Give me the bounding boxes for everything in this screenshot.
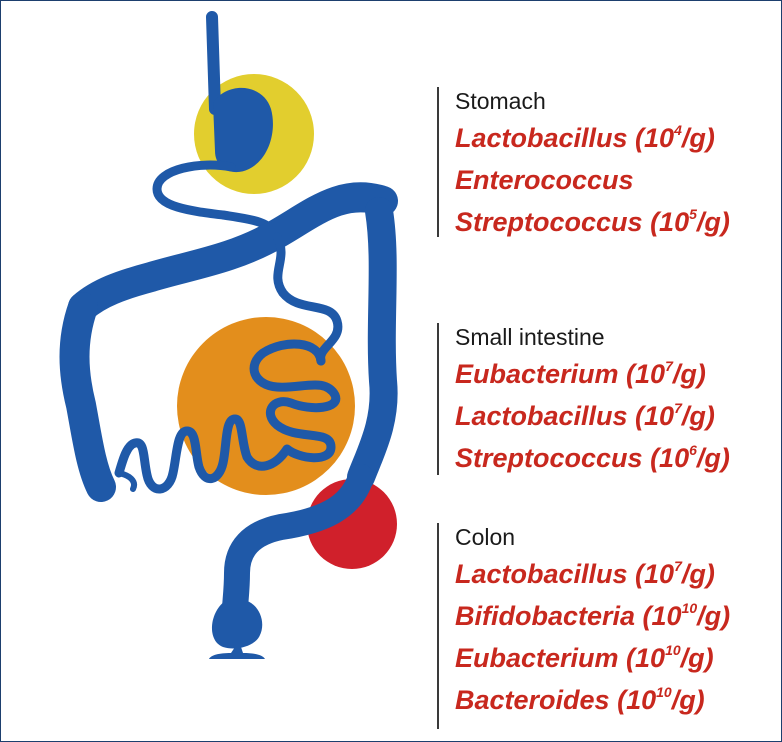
- region-title-stomach: Stomach: [455, 87, 730, 115]
- rectum: [212, 601, 262, 649]
- small-intestine-flora-group: Small intestine Eubacterium (107/g) Lact…: [437, 323, 730, 475]
- colon-flora-group: Colon Lactobacillus (107/g) Bifidobacter…: [437, 523, 730, 729]
- organism-line: Lactobacillus (104/g): [455, 117, 730, 159]
- ascending-colon: [75, 307, 102, 487]
- organism-line: Eubacterium (1010/g): [455, 637, 730, 679]
- organism-line: Lactobacillus (107/g): [455, 553, 730, 595]
- organism-line: Streptococcus (106/g): [455, 437, 730, 479]
- organism-line: Enterococcus: [455, 159, 730, 201]
- stomach-flora-group: Stomach Lactobacillus (104/g) Enterococc…: [437, 87, 730, 237]
- organism-line: Bacteroides (1010/g): [455, 679, 730, 721]
- region-title-small-intestine: Small intestine: [455, 323, 730, 351]
- descending-colon: [361, 211, 384, 477]
- anal-canal: [209, 647, 265, 659]
- organism-line: Streptococcus (105/g): [455, 201, 730, 243]
- organism-line: Lactobacillus (107/g): [455, 395, 730, 437]
- digestive-tract-diagram: [1, 1, 431, 741]
- esophagus: [212, 17, 215, 109]
- organism-line: Bifidobacteria (1010/g): [455, 595, 730, 637]
- region-title-colon: Colon: [455, 523, 730, 551]
- appendix: [119, 473, 134, 489]
- organism-line: Eubacterium (107/g): [455, 353, 730, 395]
